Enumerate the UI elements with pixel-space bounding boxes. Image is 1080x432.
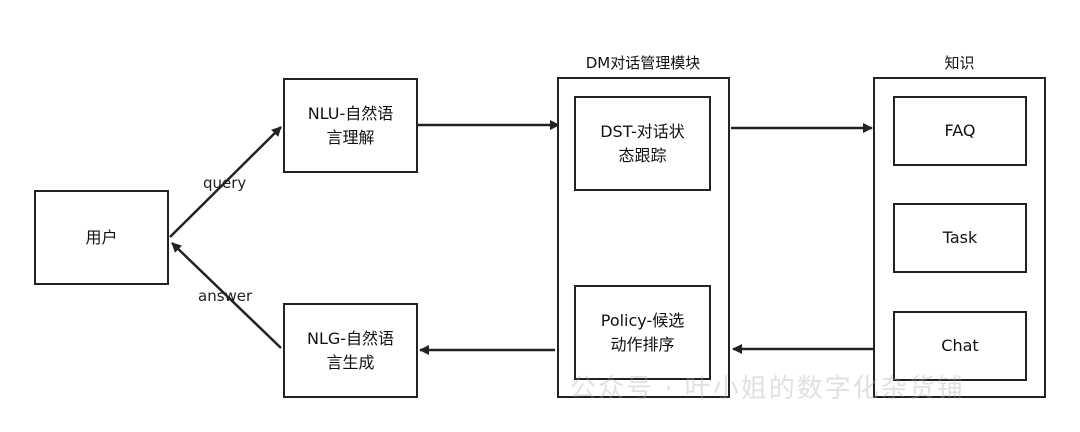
task-node: Task xyxy=(893,203,1027,273)
edge-user-to-nlu xyxy=(169,126,282,238)
user-node-label: 用户 xyxy=(85,227,118,247)
faq-node-label: FAQ xyxy=(944,121,976,140)
user-node: 用户 xyxy=(34,190,169,285)
watermark: 公众号 · 叶小姐的数字化杂货铺 xyxy=(570,374,965,404)
query-edge-label: query xyxy=(203,174,247,192)
faq-node: FAQ xyxy=(893,96,1027,166)
nlu-node-label-line2: 言理解 xyxy=(326,127,375,147)
policy-node-label-line1: Policy-候选 xyxy=(600,310,685,330)
task-node-label: Task xyxy=(942,228,978,247)
dst-node: DST-对话状 态跟踪 xyxy=(574,96,711,191)
nlg-node-label-line2: 言生成 xyxy=(326,352,375,372)
knowledge-group-title: 知识 xyxy=(944,54,975,72)
policy-node: Policy-候选 动作排序 xyxy=(574,285,711,380)
chat-node-label: Chat xyxy=(941,336,979,355)
nlu-node: NLU-自然语 言理解 xyxy=(283,78,418,173)
dst-node-label-line1: DST-对话状 xyxy=(600,121,685,141)
answer-edge-label: answer xyxy=(198,287,253,305)
policy-node-label-line2: 动作排序 xyxy=(610,334,675,354)
nlu-node-label-line1: NLU-自然语 xyxy=(307,103,394,123)
edge-nlg-to-user xyxy=(171,242,282,349)
dm-module-title: DM对话管理模块 xyxy=(585,54,701,72)
chat-node: Chat xyxy=(893,311,1027,381)
nlg-node: NLG-自然语 言生成 xyxy=(283,303,418,398)
dst-node-label-line2: 态跟踪 xyxy=(618,145,667,165)
nlg-node-label-line1: NLG-自然语 xyxy=(306,328,395,348)
